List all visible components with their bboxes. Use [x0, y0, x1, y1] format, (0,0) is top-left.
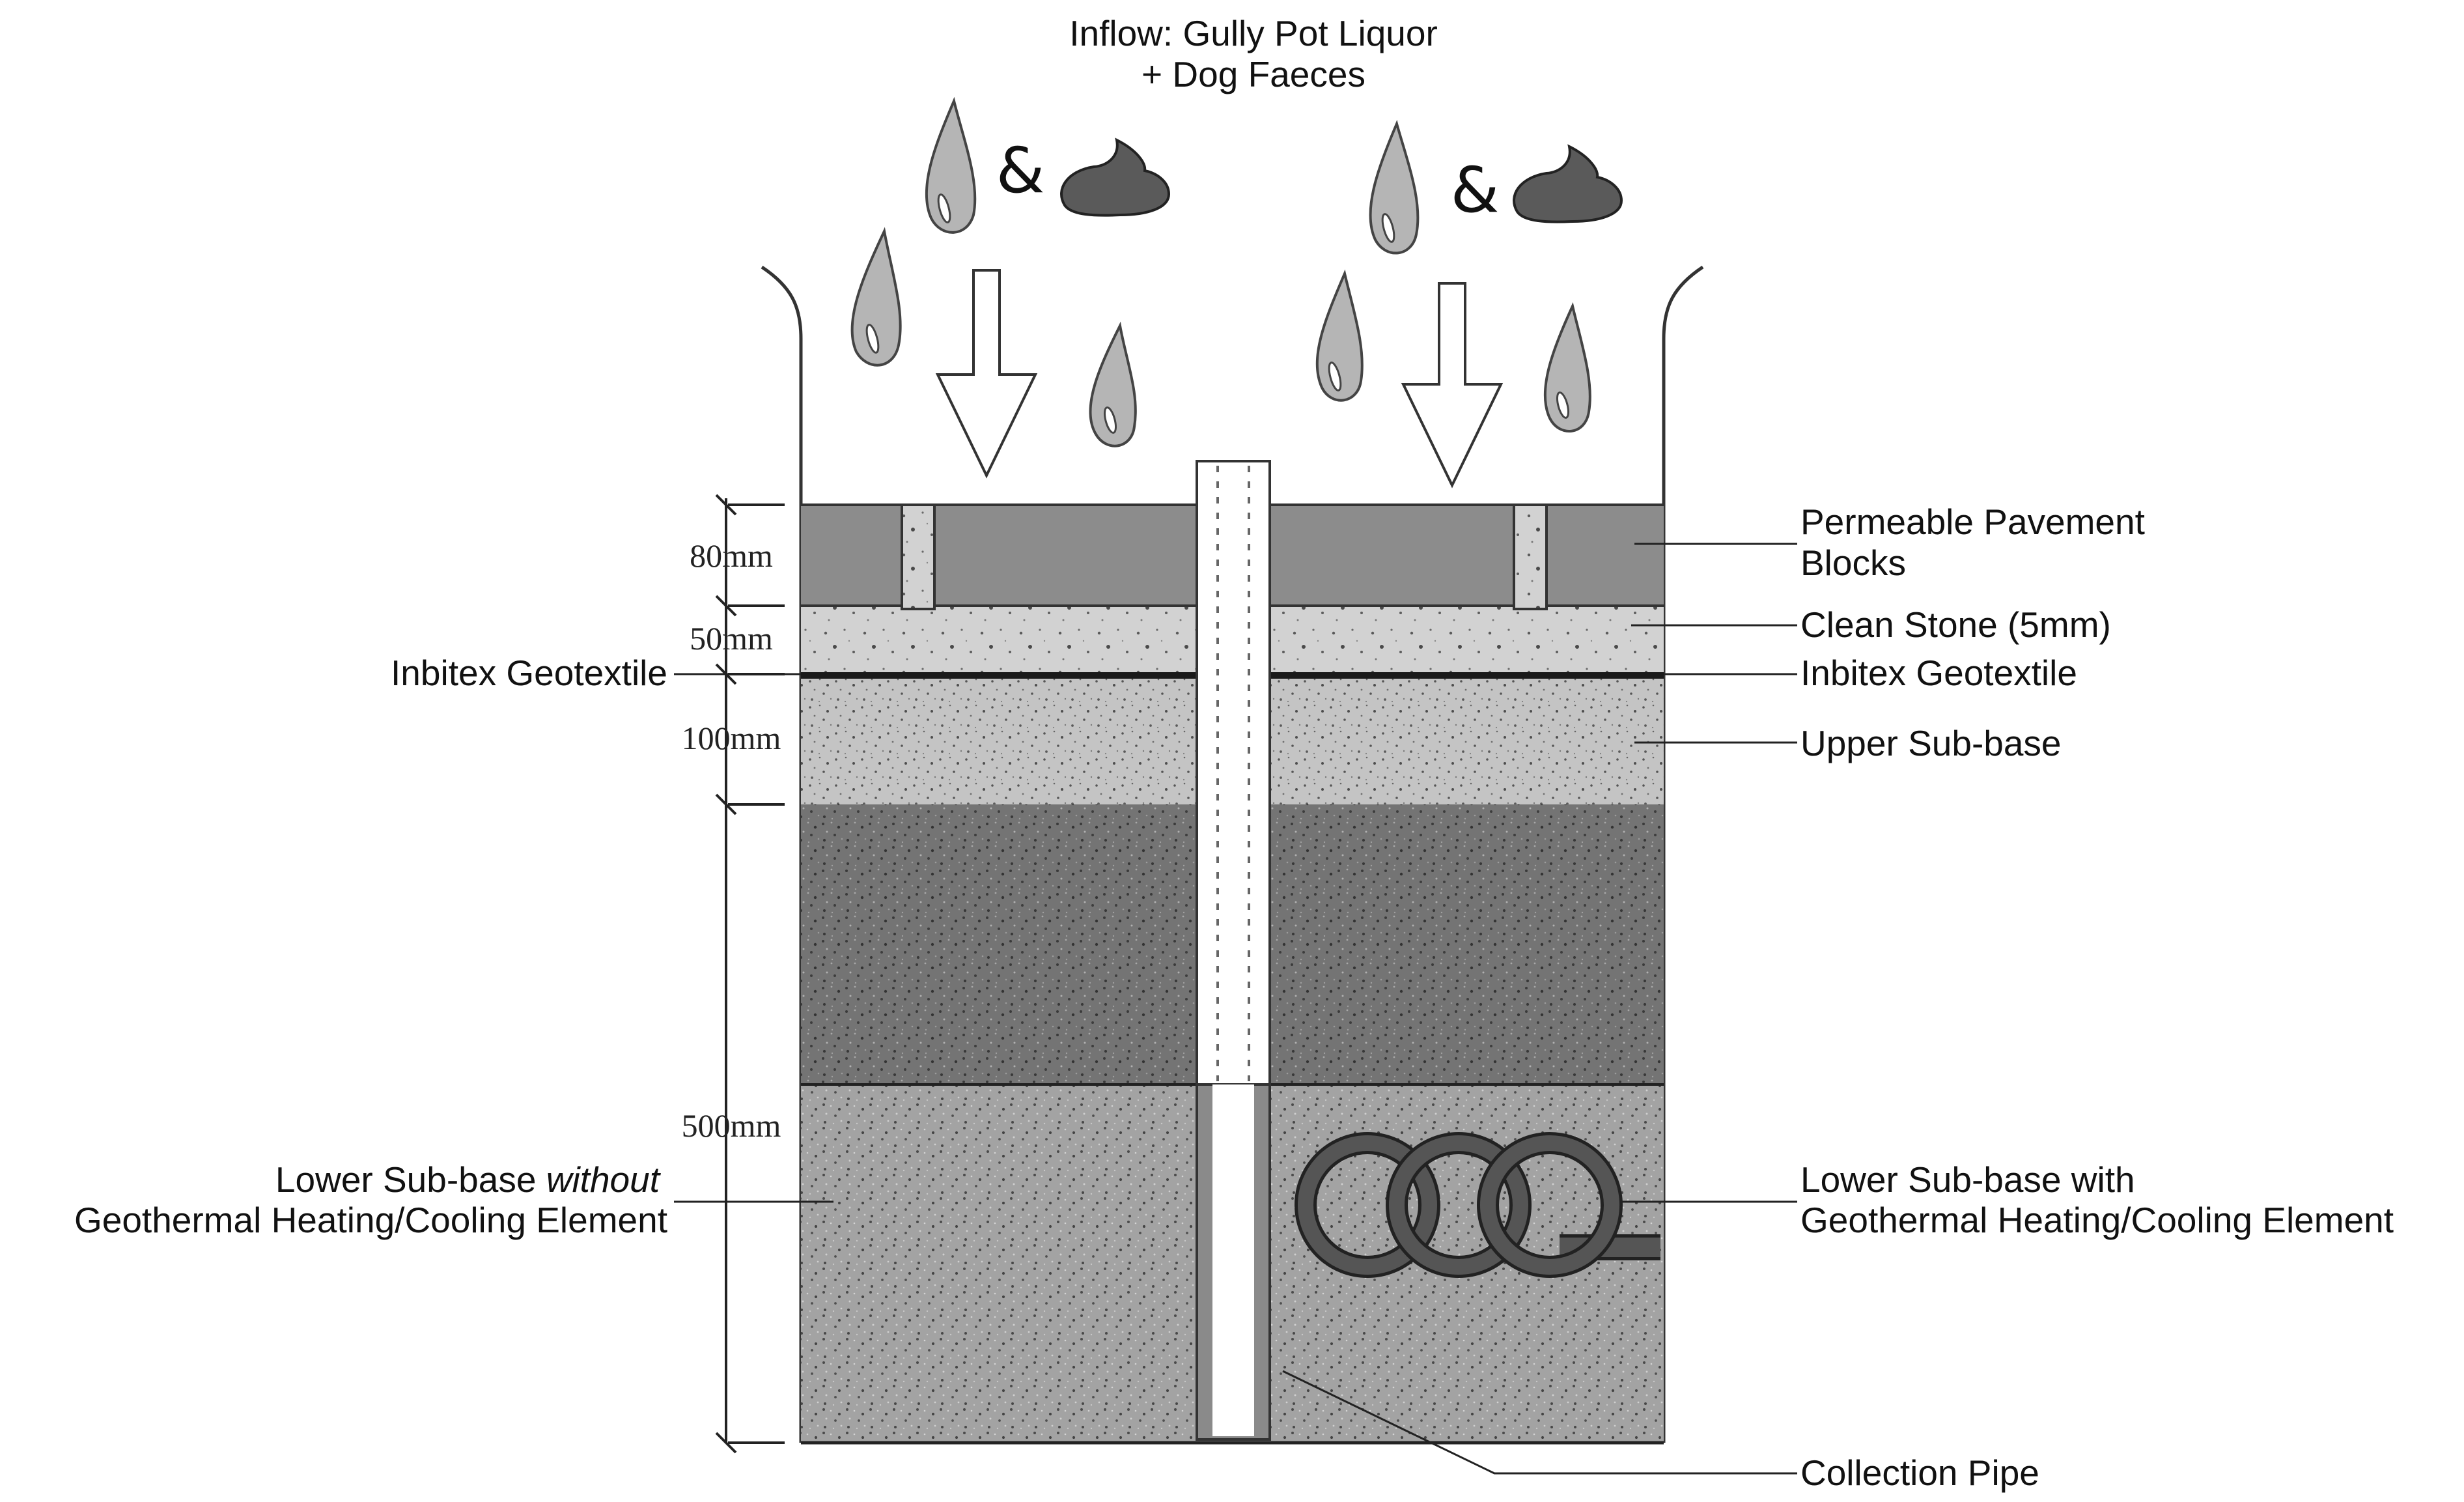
geothermal-coil-icon: [1295, 1132, 1660, 1278]
label-pavement-blocks-line2: Blocks: [1800, 543, 1906, 583]
label-lower-without-prefix: Lower Sub-base: [275, 1159, 546, 1200]
droplet-icon: [1089, 321, 1137, 447]
label-lower-without-line2: Geothermal Heating/Cooling Element: [74, 1200, 667, 1240]
droplet-icon: [925, 96, 977, 234]
label-lower-without-emphasis: without: [546, 1159, 662, 1200]
dim-500mm: 500mm: [682, 1107, 781, 1144]
container-right-wall: [1662, 265, 1704, 1443]
droplet-highlights: [865, 193, 1570, 434]
dimension-line: [715, 494, 785, 1454]
faeces-icon: [1060, 137, 1171, 217]
label-geotextile-right: Inbitex Geotextile: [1800, 653, 2077, 693]
label-geotextile-left: Inbitex Geotextile: [391, 653, 667, 693]
inflow-title-line2: + Dog Faeces: [1141, 54, 1365, 94]
ampersand-left: &: [996, 134, 1045, 207]
block-joint: [901, 503, 936, 610]
dim-80mm: 80mm: [690, 537, 773, 574]
inflow-title-line1: Inflow: Gully Pot Liquor: [1069, 13, 1438, 53]
dim-50mm: 50mm: [690, 620, 773, 657]
label-clean-stone: Clean Stone (5mm): [1800, 604, 2111, 645]
label-upper-subbase: Upper Sub-base: [1800, 723, 2062, 763]
label-collection-pipe: Collection Pipe: [1800, 1452, 2039, 1493]
label-lower-with-line2: Geothermal Heating/Cooling Element: [1800, 1200, 2394, 1240]
label-pavement-blocks-line1: Permeable Pavement: [1800, 502, 2145, 542]
label-lower-without-line1: Lower Sub-base without: [275, 1159, 662, 1200]
collection-pipe-upper: [1196, 460, 1271, 1086]
droplet-icon: [850, 227, 902, 367]
flow-arrow-left-icon: [935, 269, 1038, 479]
faeces-icon: [1513, 144, 1623, 223]
label-lower-with-line1: Lower Sub-base with: [1800, 1159, 2135, 1200]
collection-pipe-lower-bore: [1212, 1084, 1254, 1436]
ampersand-right: &: [1451, 154, 1500, 227]
leader-lines: [674, 543, 1797, 1475]
dim-100mm: 100mm: [682, 720, 781, 756]
block-joint: [1513, 503, 1548, 610]
container-left-wall: [761, 265, 803, 1443]
flow-arrow-right-icon: [1401, 282, 1504, 489]
